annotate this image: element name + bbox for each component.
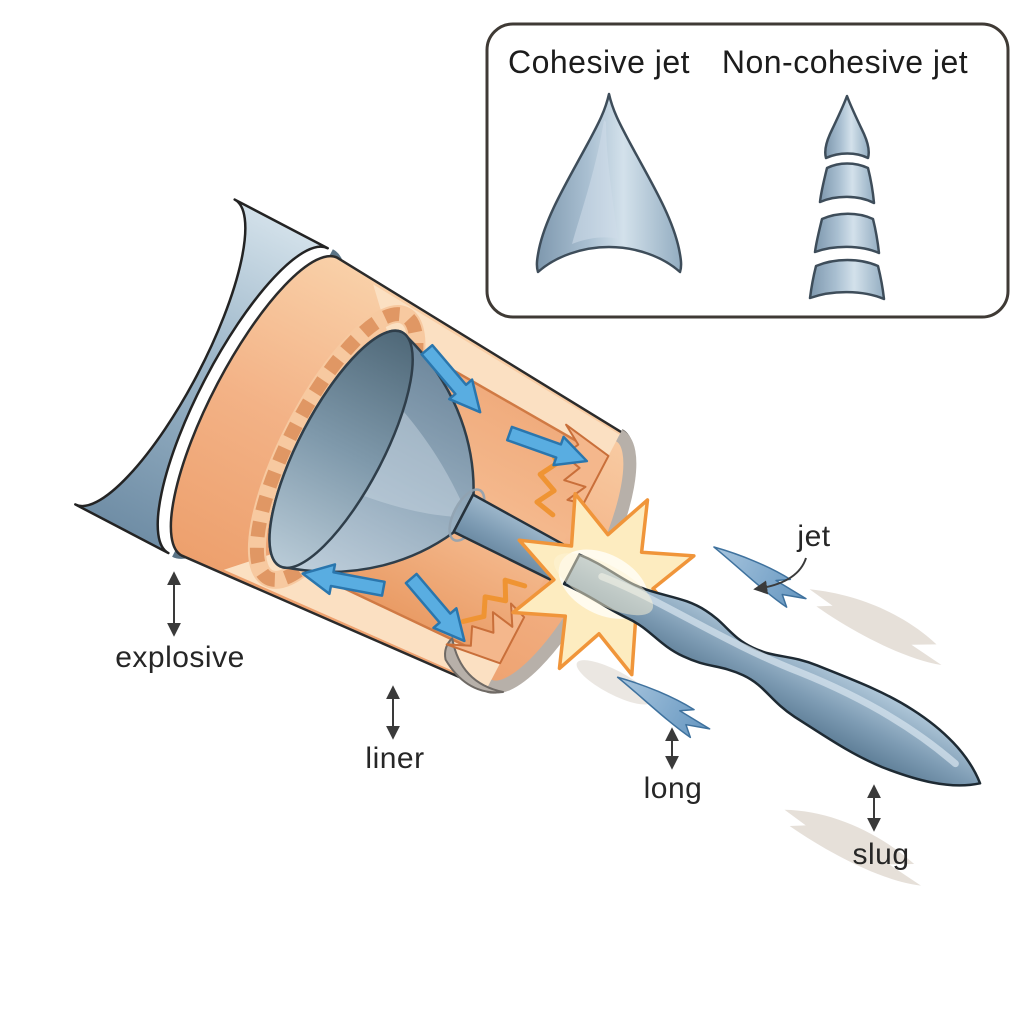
label-jet: jet [797,520,831,553]
noncohesive-jet-segment [823,94,871,160]
smoke-swirl-small [576,660,652,705]
explosive-cut-face-bottom [223,554,501,687]
jet-slug-body [562,553,982,787]
collapse-arrow-icon [404,572,466,643]
flash-glow-over-jet [553,553,654,616]
jet-comparison-inset [485,22,1010,319]
smoke-swirl-top [809,589,942,665]
label-explosive: explosive [115,641,245,674]
torn-edge-bottom [445,602,526,665]
motion-arrow-icon [616,676,711,739]
smoke-swirl-bottom [784,809,921,886]
inset-title-cohesive: Cohesive jet [507,44,691,80]
label-long: long [643,772,703,805]
inset-title-noncohesive: Non-cohesive jet [721,44,969,80]
shaped-charge-device [74,198,982,886]
jet-pointer-arrow [753,557,807,595]
collapse-arrow-icon [301,563,386,597]
casing-back-cap [74,198,329,555]
label-liner: liner [365,742,425,775]
collapse-arrow-icon [420,343,482,414]
collapse-arrow-icon [505,425,589,467]
flash-zigzag-bottom [460,577,528,624]
noncohesive-jet-segment [808,258,886,301]
explosive-cut-face-top [373,284,620,460]
cohesive-jet-highlight [572,120,618,244]
jet-highlight [598,573,959,768]
liner-opening [268,329,414,570]
motion-arrow-icon [713,546,807,608]
noncohesive-jet-segment [818,162,876,205]
noncohesive-jet-segment [813,212,881,255]
label-slug: slug [852,838,910,871]
